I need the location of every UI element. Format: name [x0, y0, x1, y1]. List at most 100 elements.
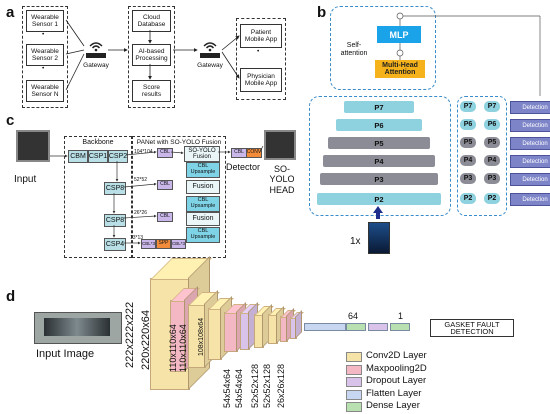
- cnn-dim-label: 54x54x64: [222, 368, 232, 408]
- level-pill-right-p2: P2: [484, 193, 500, 204]
- cbl-top: CBL: [157, 148, 173, 158]
- ai-processing: AI-based Processing: [132, 44, 171, 66]
- panel-b-letter: b: [317, 4, 327, 21]
- level-pill-right-p7: P7: [484, 101, 500, 112]
- apps-group: [236, 18, 286, 100]
- backbone-label: Backbone: [82, 139, 114, 146]
- panel-d-letter: d: [6, 288, 16, 305]
- legend-swatch: [346, 352, 362, 362]
- input-image-label: Input Image: [36, 348, 95, 360]
- sensor-n: Wearable Sensor N: [26, 80, 64, 102]
- fusion-2: Fusion: [186, 180, 220, 194]
- panet-box: [132, 136, 226, 258]
- legend-label: Dense Layer: [366, 400, 420, 411]
- size-104: 104*104: [134, 149, 153, 155]
- level-pill-right-p5: P5: [484, 137, 500, 148]
- conv-block: CONV: [246, 148, 262, 158]
- pyramid-level-p4: P4: [323, 155, 435, 167]
- level-pill-left-p3: P3: [460, 173, 476, 184]
- csp8-block-2: CSP8: [104, 214, 126, 227]
- dense-64-label: 64: [348, 311, 359, 321]
- cnn-dim-label: 54x54x64: [234, 368, 244, 408]
- level-pill-left-p6: P6: [460, 119, 476, 130]
- router-icon: [86, 42, 106, 58]
- pyramid-level-p7: P7: [344, 101, 414, 113]
- output-box: GASKET FAULT DETECTION: [430, 319, 514, 337]
- input-thumbnail: [368, 222, 390, 254]
- level-pill-left-p5: P5: [460, 137, 476, 148]
- cnn-dim-label: 52x52x128: [262, 363, 272, 408]
- attention-lines: [396, 12, 541, 96]
- cloud-db: Cloud Database: [132, 10, 171, 32]
- legend-label: Dropout Layer: [366, 375, 427, 386]
- dense-bar: [368, 323, 388, 331]
- head-label: SO-YOLO HEAD: [269, 164, 295, 195]
- gateway-2-label: Gateway: [197, 62, 223, 69]
- panel-a-letter: a: [6, 4, 15, 21]
- scale-label: 1x: [350, 236, 361, 247]
- cbm-block: CBM: [68, 150, 88, 163]
- cnn-dim-label: 26x26x128: [276, 363, 286, 408]
- level-pill-right-p3: P3: [484, 173, 500, 184]
- level-pill-right-p4: P4: [484, 155, 500, 166]
- fusion-3: Fusion: [186, 212, 220, 226]
- size-52: 52*52: [134, 177, 148, 183]
- cnn-dim-label: 110x110x64: [168, 324, 178, 372]
- level-pill-left-p4: P4: [460, 155, 476, 166]
- pyramid-level-p3: P3: [320, 173, 438, 185]
- processing-group: [128, 6, 175, 108]
- size-13: 13*13: [130, 235, 144, 241]
- backbone-box: [64, 136, 132, 258]
- pyramid-level-p2: P2: [317, 193, 441, 205]
- score-results: Score results: [132, 80, 171, 102]
- detection-block-p2: Detection: [510, 193, 550, 206]
- legend-swatch: [346, 377, 362, 387]
- router-icon: [200, 42, 220, 58]
- sensor-2: Wearable Sensor 2: [26, 44, 64, 66]
- up-arrow-icon: [373, 206, 383, 219]
- detection-block-p7: Detection: [510, 101, 550, 114]
- legend-swatch: [346, 402, 362, 412]
- dot: •: [42, 65, 45, 72]
- cnn-layer-side: [295, 310, 302, 339]
- patient-app: Patient Mobile App: [240, 24, 282, 48]
- upsample-2: CBL Upsample: [186, 196, 220, 212]
- detection-block-p5: Detection: [510, 137, 550, 150]
- cnn-dim-label: 110x110x64: [178, 324, 188, 372]
- legend-swatch: [346, 389, 362, 400]
- cbl-2: CBL: [157, 180, 173, 190]
- input-image-c: [16, 130, 50, 162]
- panel-c-arrows: [50, 145, 264, 245]
- level-pill-left-p2: P2: [460, 193, 476, 204]
- legend-label: Conv2D Layer: [366, 350, 427, 361]
- cnn-dim-label: 220x220x64: [140, 310, 152, 370]
- physician-app: Physician Mobile App: [240, 68, 282, 92]
- input-image-strip: [44, 318, 110, 336]
- panel-a-arrows: [65, 19, 240, 91]
- cbl-x3-1: CBL*3: [141, 239, 156, 249]
- fusion-top: SO-YOLO Fusion: [184, 146, 220, 162]
- panel-c-letter: c: [6, 112, 15, 129]
- csp1-block: CSP1: [88, 150, 108, 163]
- size-26: 26*26: [134, 210, 148, 216]
- cbl-3: CBL: [157, 212, 173, 222]
- cnn-dim-label: 108x108x64: [198, 317, 205, 356]
- cbl-x3-2: CBL*3: [171, 239, 186, 249]
- pyramid-level-p6: P6: [336, 119, 422, 131]
- detector-label: Detector: [226, 162, 261, 172]
- legend-label: Flatten Layer: [366, 387, 422, 399]
- detection-block-p4: Detection: [510, 155, 550, 168]
- dense-1-label: 1: [398, 311, 404, 321]
- dot: •: [257, 48, 260, 55]
- dot: •: [42, 31, 45, 38]
- input-label-c: Input: [14, 174, 37, 185]
- level-box: [457, 96, 507, 216]
- legend-label: Maxpooling2D: [366, 362, 427, 374]
- mha-block: Multi-Head Attention: [375, 60, 425, 78]
- dense-bar: [390, 323, 410, 331]
- attention-box: [330, 6, 436, 90]
- upsample-1: CBL Upsample: [186, 162, 220, 178]
- upsample-3: CBL Upsample: [186, 227, 220, 243]
- level-pill-right-p6: P6: [484, 119, 500, 130]
- pyramid-level-p5: P5: [328, 137, 430, 149]
